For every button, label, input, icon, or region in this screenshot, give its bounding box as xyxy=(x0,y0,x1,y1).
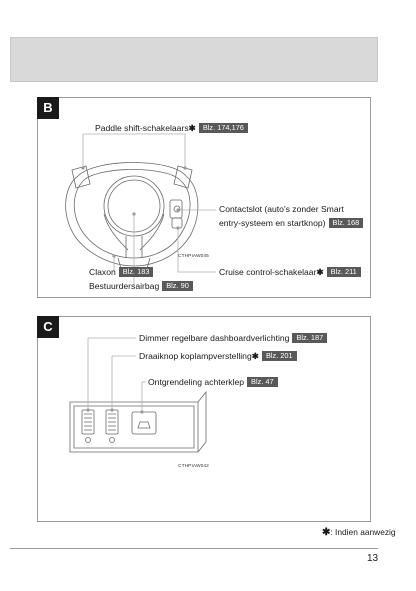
footnote: ✱: Indien aanwezig xyxy=(322,527,396,538)
optional-star-icon: ✱ xyxy=(251,351,259,361)
optional-star-icon: ✱ xyxy=(188,123,196,133)
airbag-label: Bestuurdersairbag xyxy=(89,281,160,291)
optional-star-icon: ✱ xyxy=(322,527,331,538)
callout-cruise-control: Cruise control-schakelaar✱Blz. 211 xyxy=(219,266,361,278)
image-code-b: CTHPIAW045 xyxy=(178,254,209,259)
callout-draaiknop: Draaiknop koplampverstelling✱Blz. 201 xyxy=(139,350,297,362)
image-code-c: CTHPIAW042 xyxy=(178,464,209,469)
footnote-text: : Indien aanwezig xyxy=(330,527,396,537)
section-c-dashboard-switches: C xyxy=(37,316,371,522)
header-band xyxy=(10,37,378,82)
ontgrendeling-label: Ontgrendeling achterklep xyxy=(148,377,245,387)
section-letter: B xyxy=(37,97,59,119)
dimmer-page-ref: Blz. 187 xyxy=(292,333,328,343)
paddle-shift-label: Paddle shift-schakelaars xyxy=(95,123,189,133)
dimmer-label: Dimmer regelbare dashboardverlichting xyxy=(139,333,290,343)
claxon-label: Claxon xyxy=(89,267,116,277)
callout-paddle-shift: Paddle shift-schakelaars✱Blz. 174,176 xyxy=(95,122,248,134)
draaiknop-label: Draaiknop koplampverstelling xyxy=(139,351,252,361)
page-number: 13 xyxy=(367,553,379,564)
cruise-control-page-ref: Blz. 211 xyxy=(326,267,361,277)
airbag-page-ref: Blz. 90 xyxy=(162,281,193,291)
draaiknop-page-ref: Blz. 201 xyxy=(261,351,297,361)
optional-star-icon: ✱ xyxy=(316,267,324,277)
cruise-control-label: Cruise control-schakelaar xyxy=(219,267,317,277)
contactslot-label-line2: entry-systeem en startknop) xyxy=(219,218,326,228)
ontgrendeling-page-ref: Blz. 47 xyxy=(247,377,278,387)
section-letter: C xyxy=(37,316,59,338)
callout-contactslot: Contactslot (auto's zonder Smart xyxy=(219,203,344,215)
contactslot-page-ref: Blz. 168 xyxy=(328,218,364,228)
page-rule xyxy=(10,548,378,549)
callout-contactslot-line2: entry-systeem en startknop)Blz. 168 xyxy=(219,217,364,229)
contactslot-label-line1: Contactslot (auto's zonder Smart xyxy=(219,204,344,214)
paddle-shift-page-ref: Blz. 174,176 xyxy=(198,123,248,133)
claxon-page-ref: Blz. 183 xyxy=(118,267,154,277)
